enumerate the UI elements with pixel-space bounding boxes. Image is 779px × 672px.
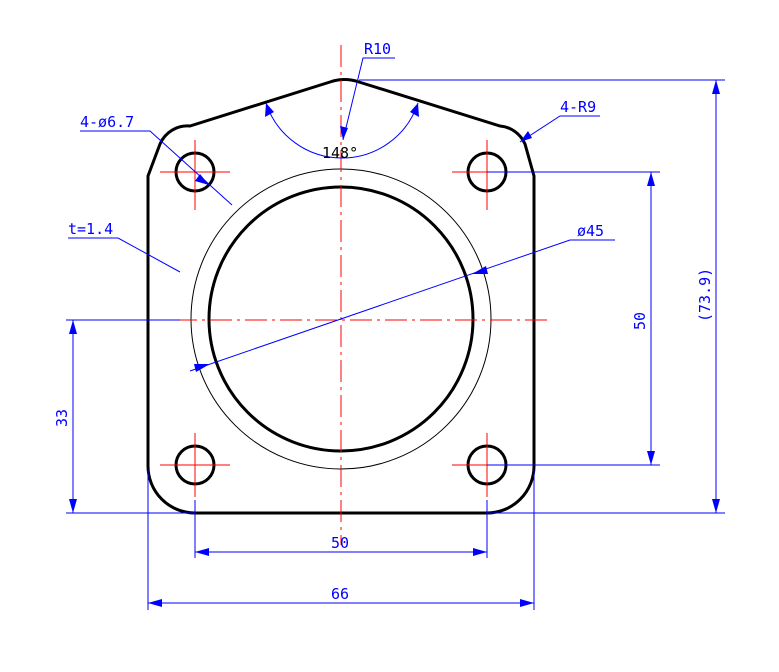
label-r10: R10 [364,40,391,58]
vertical-50-dimension [487,171,660,466]
thickness-callout [68,237,181,273]
label-holes: 4-ø6.7 [80,113,134,131]
label-center-height: 33 [53,409,71,427]
hole-diameter-callout [80,130,233,206]
r10-callout [340,57,395,141]
corner-radius-callout [519,115,600,143]
label-horizontal-50: 50 [331,534,349,552]
flange-outline [146,78,536,515]
bore-diameter-callout [189,239,615,372]
label-thickness: t=1.4 [68,220,113,238]
overall-height-dimension [359,79,725,514]
angle-148-dimension [265,102,419,159]
label-corner-radius: 4-R9 [560,98,596,116]
label-bore-diameter: ø45 [577,222,604,240]
label-overall-width: 66 [331,585,349,603]
label-angle-148: 148° [322,144,358,162]
overall-width-dimension [147,470,535,610]
label-overall-height: (73.9) [696,268,714,322]
label-vertical-50: 50 [631,312,649,330]
center-height-dimension [66,319,195,514]
horizontal-50-dimension [194,500,488,558]
